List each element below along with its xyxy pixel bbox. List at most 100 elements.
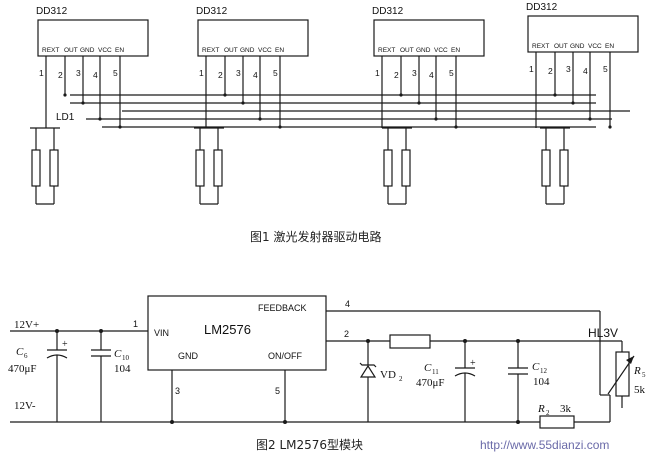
pin-label: EN <box>451 47 460 54</box>
r2-name: R <box>537 403 545 415</box>
pin-label: VCC <box>588 43 602 50</box>
pin-label: GND <box>570 43 585 50</box>
r2-sub: 2 <box>546 409 550 417</box>
lm2576-module: LM2576 VIN FEEDBACK GND ON/OFF 1 4 2 3 5… <box>8 295 646 429</box>
pin-feedback-label: FEEDBACK <box>258 303 307 313</box>
pin-number: 4 <box>253 70 258 80</box>
figure2-caption: 图2 LM2576型模块 <box>256 438 363 452</box>
pin-label: GND <box>80 47 95 54</box>
dd312-chip <box>37 19 149 57</box>
pin-label: EN <box>115 47 124 54</box>
vd2-name: VD <box>380 369 396 381</box>
pin-label: OUT <box>224 47 238 54</box>
pin-number: 3 <box>236 68 241 78</box>
vd2-sub: 2 <box>399 375 403 383</box>
pin-number: 2 <box>218 70 223 80</box>
c12-sub: 12 <box>540 367 548 375</box>
module-name: DD312 <box>196 6 228 17</box>
laser-diode-pair <box>540 127 570 205</box>
pin-label: GND <box>416 47 431 54</box>
pin-5-number: 5 <box>275 386 280 396</box>
pin-label: OUT <box>554 43 568 50</box>
pin-label: GND <box>240 47 255 54</box>
supply-negative-label: 12V- <box>14 400 36 412</box>
pin-label: EN <box>605 43 614 50</box>
pin-number: 4 <box>429 70 434 80</box>
pin-label: REXT <box>378 47 395 54</box>
pin-label: OUT <box>400 47 414 54</box>
c12-name: C <box>532 361 540 373</box>
bus-lines <box>70 94 630 128</box>
figure1-caption: 图1 激光发射器驱动电路 <box>250 229 381 244</box>
r2-resistor <box>539 415 575 429</box>
pin-number: 1 <box>529 64 534 74</box>
pin-label: VCC <box>434 47 448 54</box>
dd312-chip <box>197 19 309 57</box>
pin-label: REXT <box>202 47 219 54</box>
pin-number: 1 <box>39 68 44 78</box>
inductor <box>389 334 431 349</box>
pin-label: REXT <box>42 47 59 54</box>
pin-number: 5 <box>273 68 278 78</box>
laser-diode <box>401 149 411 187</box>
pin-number: 1 <box>199 68 204 78</box>
pin-number: 5 <box>603 64 608 74</box>
pin-number: 1 <box>375 68 380 78</box>
dd312-chip <box>527 15 639 53</box>
watermark: http://www.55dianzi.com <box>480 438 609 452</box>
pin-number: 3 <box>412 68 417 78</box>
pin-number: 2 <box>58 70 63 80</box>
laser-diode <box>195 149 205 187</box>
module-name: DD312 <box>372 6 404 17</box>
pin-onoff-label: ON/OFF <box>268 351 302 361</box>
r5-potentiometer <box>615 351 630 397</box>
laser-diode <box>31 149 41 187</box>
pin-number: 4 <box>583 66 588 76</box>
pin-number: 5 <box>449 68 454 78</box>
laser-diode <box>559 149 569 187</box>
pin-label: VCC <box>98 47 112 54</box>
c6-value: 470μF <box>8 363 37 375</box>
r5-name: R <box>633 365 641 377</box>
pin-label: VCC <box>258 47 272 54</box>
laser-diode <box>383 149 393 187</box>
c11-polarity: + <box>470 358 476 369</box>
module-name: DD312 <box>36 6 68 17</box>
c11-sub: 11 <box>432 368 439 376</box>
ld1-label: LD1 <box>56 112 75 123</box>
c6-polarity: + <box>62 339 68 350</box>
laser-diode <box>213 149 223 187</box>
pin-number: 5 <box>113 68 118 78</box>
laser-diode-pair <box>382 127 412 205</box>
c11-value: 470μF <box>416 377 445 389</box>
c6-sub: 6 <box>24 352 28 360</box>
module-name: DD312 <box>526 2 558 13</box>
c10-name: C <box>114 348 122 360</box>
pin-number: 2 <box>394 70 399 80</box>
pin-number: 4 <box>93 70 98 80</box>
pin-3-number: 3 <box>175 386 180 396</box>
pin-2-number: 2 <box>344 329 349 339</box>
dd312-chip <box>373 19 485 57</box>
laser-diode <box>541 149 551 187</box>
laser-diode-pair <box>30 127 60 205</box>
laser-diode <box>49 149 59 187</box>
lm2576-chip <box>147 295 327 371</box>
c10-sub: 10 <box>122 354 130 362</box>
ic-name: LM2576 <box>204 322 251 337</box>
laser-diode-pair <box>194 127 224 205</box>
r2-value: 3k <box>560 403 572 415</box>
c12-value: 104 <box>533 376 550 388</box>
output-label: HL3V <box>588 326 618 340</box>
pin-label: OUT <box>64 47 78 54</box>
pin-1-number: 1 <box>133 319 138 329</box>
pin-label: EN <box>275 47 284 54</box>
c6-name: C <box>16 346 24 358</box>
supply-positive-label: 12V+ <box>14 319 39 331</box>
